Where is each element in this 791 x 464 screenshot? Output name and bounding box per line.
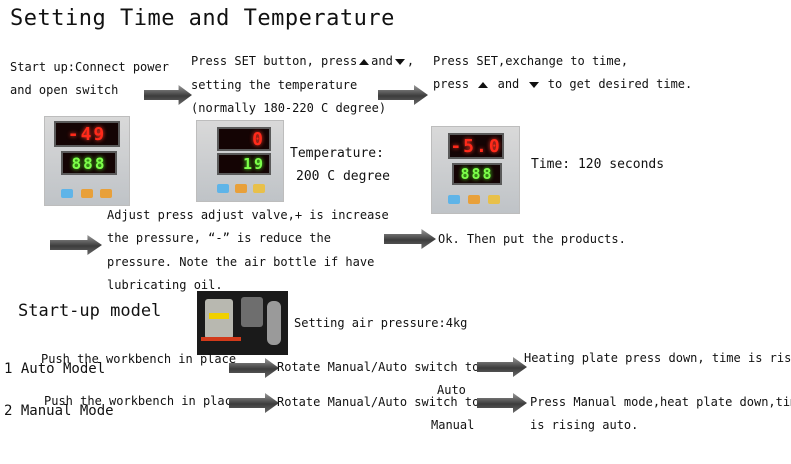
step-2-text: Press SET button, press	[191, 54, 358, 68]
manual-result-line-2: is rising auto.	[530, 418, 639, 432]
arrow-icon	[229, 393, 279, 413]
auto-model-label: 1 Auto Model	[4, 361, 106, 377]
air-pressure-text: Setting air pressure:4kg	[294, 316, 468, 330]
time-label: Time: 120 seconds	[531, 157, 665, 172]
step-2-comma: ,	[406, 54, 415, 68]
temperature-label: Temperature:	[290, 146, 384, 161]
step-1-line-2: and open switch	[10, 83, 119, 97]
arrow-icon	[378, 85, 428, 105]
valve-body-icon	[205, 299, 233, 339]
down-key-icon	[253, 184, 265, 193]
setpoint-display: 888	[452, 163, 502, 185]
adjust-line-3: pressure. Note the air bottle if have	[107, 255, 375, 269]
down-key-icon	[488, 195, 500, 204]
up-arrow-icon	[478, 81, 489, 88]
step-2-line-1: Press SET button, press and,	[191, 50, 414, 73]
set-key-icon	[61, 189, 73, 198]
manual-rotate-text: Rotate Manual/Auto switch to	[277, 395, 480, 409]
down-arrow-icon	[394, 58, 405, 65]
controller-photo-3: -5.0 888	[431, 126, 520, 214]
temperature-display: -5.0	[448, 133, 504, 159]
down-arrow-icon	[528, 81, 539, 88]
auto-word: Auto	[437, 383, 466, 397]
startup-model-title: Start-up model	[18, 301, 162, 321]
manual-mode-label: 2 Manual Mode	[4, 403, 114, 419]
setpoint-display: 888	[61, 151, 117, 175]
temperature-display: -49	[54, 121, 120, 147]
temperature-value: 200 C degree	[296, 169, 390, 184]
arrow-icon	[477, 393, 527, 413]
set-key-icon	[217, 184, 229, 193]
air-bottle-icon	[267, 301, 281, 345]
controller-photo-2: 0 19	[196, 120, 284, 202]
step-2-and: and	[371, 54, 393, 68]
ok-text: Ok. Then put the products.	[438, 232, 626, 246]
step-1-line-1: Start up:Connect power	[10, 60, 169, 74]
arrow-icon	[144, 85, 192, 105]
auto-result-text: Heating plate press down, time is rising	[524, 351, 791, 365]
down-key-icon	[100, 189, 112, 198]
step-3-rest: to get desired time.	[547, 77, 693, 91]
temperature-display: 0	[217, 127, 271, 151]
set-key-icon	[448, 195, 460, 204]
air-hose-icon	[201, 337, 241, 341]
step-3-line-1: Press SET,exchange to time,	[433, 54, 629, 68]
adjust-line-2: the pressure, “-” is reduce the	[107, 231, 331, 245]
up-arrow-icon	[359, 58, 370, 65]
auto-rotate-text: Rotate Manual/Auto switch to	[277, 360, 480, 374]
step-2-line-2: setting the temperature	[191, 78, 358, 92]
arrow-icon	[229, 358, 279, 378]
manual-word: Manual	[431, 418, 475, 432]
regulator-icon	[241, 297, 263, 327]
arrow-icon	[50, 235, 102, 255]
step-3-line-2: press and to get desired time.	[433, 73, 692, 96]
adjust-line-4: lubricating oil.	[107, 278, 223, 292]
auto-push-text: Push the workbench in place	[41, 352, 237, 366]
air-regulator-photo	[197, 291, 288, 355]
manual-push-text: Push the workbench in place	[44, 394, 240, 408]
step-3-press: press	[433, 77, 470, 91]
arrow-icon	[384, 229, 436, 249]
up-key-icon	[235, 184, 247, 193]
setpoint-display: 19	[217, 153, 271, 175]
valve-knob-icon	[209, 313, 229, 319]
page-title: Setting Time and Temperature	[10, 6, 395, 31]
up-key-icon	[81, 189, 93, 198]
adjust-line-1: Adjust press adjust valve,+ is increase	[107, 208, 389, 222]
controller-photo-1: -49 888	[44, 116, 130, 206]
up-key-icon	[468, 195, 480, 204]
manual-result-line-1: Press Manual mode,heat plate down,time	[530, 395, 791, 409]
arrow-icon	[477, 357, 527, 377]
step-3-and: and	[497, 77, 520, 91]
step-2-line-3: (normally 180-220 C degree)	[191, 101, 387, 115]
